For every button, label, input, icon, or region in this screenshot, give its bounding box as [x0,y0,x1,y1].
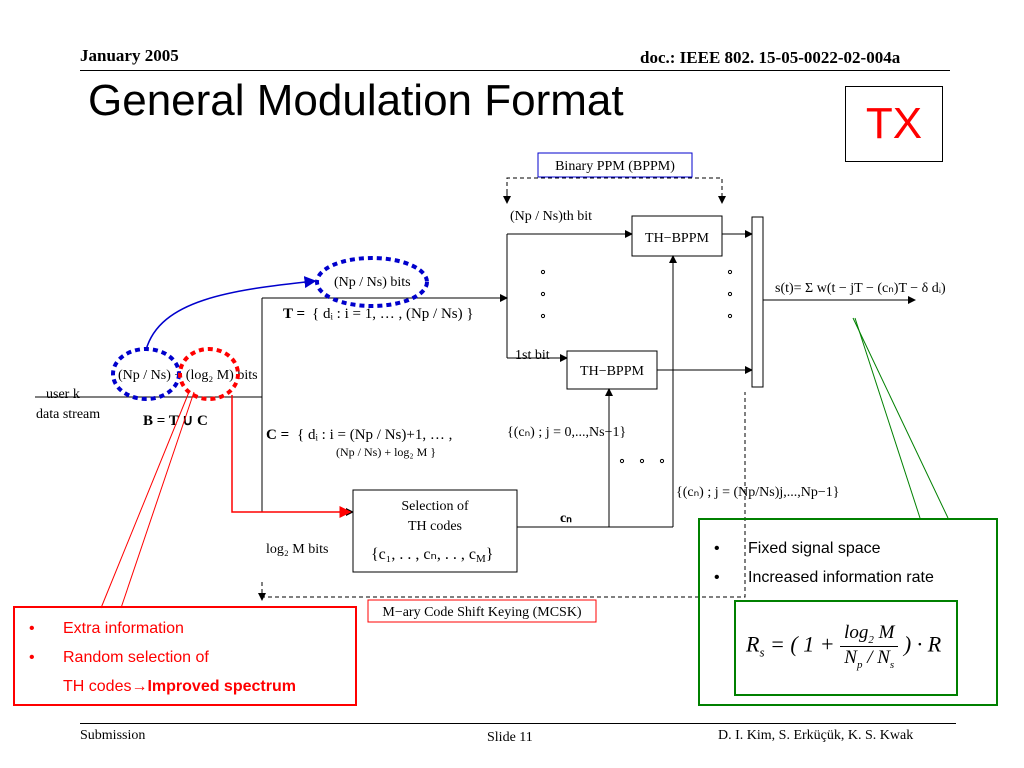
header-doc-id: doc.: IEEE 802. 15-05-0022-02-004a [640,48,901,67]
t-set-body: { dᵢ : i = 1, … , (Np / Ns) } [312,306,474,322]
bullet-random-selection: •Random selection of [29,649,209,666]
red-pointer-1 [100,391,190,609]
np-ns-bits-top: (Np / Ns) bits [334,275,411,290]
bullet-extra-info: •Extra information [29,620,184,637]
c-set-body-2: (Np / Ns) + log₂ M } [336,445,436,459]
blue-connector [145,276,317,351]
signal-equation: s(t)= Σ w(t − jT − (cₙ)T − δ dᵢ) [775,281,946,296]
bits-word: bits [237,368,257,383]
red-pointer-2 [120,391,195,609]
th-bppm-top-box [631,215,723,257]
bppm-label-box [537,152,693,178]
code-set-1: {(cₙ) ; j = 0,...,Ns−1} [507,425,626,440]
bullet-fixed-space: •Fixed signal space [714,540,881,557]
tx-label: TX [845,86,943,162]
t-set-label: T = [283,306,305,322]
top-bit-label: (Np / Ns)th bit [510,209,592,224]
th-bppm-bottom-box [566,350,658,390]
footer-authors: D. I. Kim, S. Erküçük, K. S. Kwak [718,728,914,743]
th-bppm-top-label: TH−BPPM [645,231,709,246]
header-rule [80,70,950,71]
green-pointer-2 [852,317,949,519]
cn-label: cₙ [560,511,572,526]
bppm-label: Binary PPM (BPPM) [555,159,675,174]
info-rate-box: •Fixed signal space •Increased informati… [698,518,998,706]
ellipsis-dots [540,269,733,464]
log2m-ellipse [178,347,240,401]
green-pointer-1 [854,317,921,519]
bullet-improved-spectrum: TH codes→Improved spectrum [63,678,296,695]
rate-formula: Rs = ( 1 + log2 M Np / Ns ) · R [746,622,942,671]
selection-line-2: TH codes [408,519,462,534]
th-bppm-bottom-label: TH−BPPM [580,364,644,379]
combiner-bar [751,216,764,388]
footer-submission: Submission [80,728,146,743]
mcsk-label: M−ary Code Shift Keying (MCSK) [382,605,582,620]
selection-box [352,489,518,573]
bottom-bit-label: 1st bit [515,348,550,363]
bullet-info-rate: •Increased information rate [714,569,934,586]
user-stream-line-2: data stream [36,407,100,422]
slide-title: General Modulation Format [88,76,624,125]
extra-info-box: •Extra information •Random selection of … [13,606,357,706]
selection-line-1: Selection of [401,499,469,514]
np-ns-bits-left: (Np / Ns) + (log₂ M) bits [118,368,258,383]
selection-code-set: {c₁, . . , cₙ, . . , cM} [371,546,493,565]
b-equation: B = T ∪ C [143,413,208,429]
code-set-2: {(cₙ) ; j = (Np/Ns)j,...,Np−1} [676,485,840,500]
c-set-body: { dᵢ : i = (Np / Ns)+1, … , [297,427,452,443]
np-ns-bits-ellipse [315,256,429,308]
red-connector [231,395,352,518]
c-set-label: C = [266,427,289,443]
log2m-bits-label: log₂ M bits [266,542,328,557]
footer-rule [80,723,956,724]
mcsk-dashed-path [261,392,746,598]
user-stream-line-1: user k [46,387,80,402]
right-arrow-icon: → [131,678,148,695]
rate-formula-box: Rs = ( 1 + log2 M Np / Ns ) · R [734,600,958,696]
footer-slide-number: Slide 11 [487,730,533,745]
header-date: January 2005 [80,46,179,65]
mcsk-label-box [367,599,597,623]
